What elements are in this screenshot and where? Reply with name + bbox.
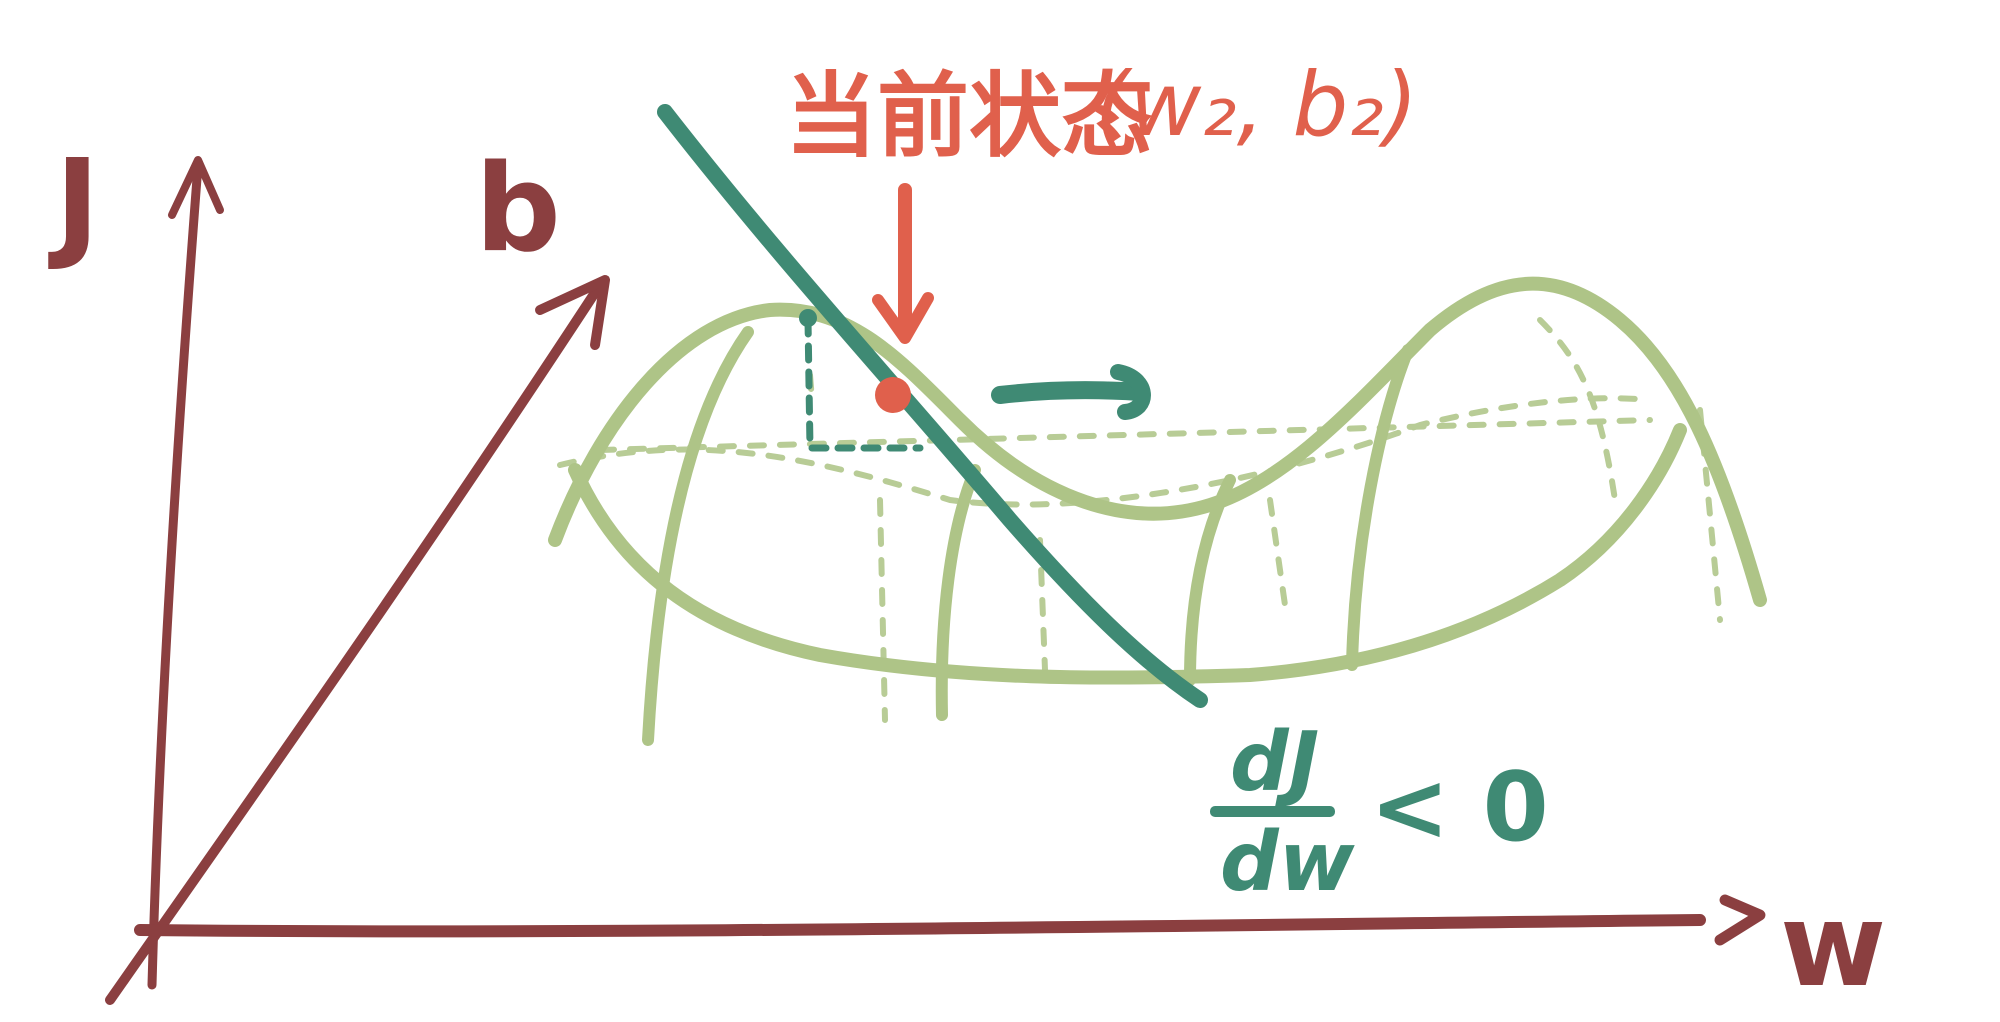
axes bbox=[105, 156, 1766, 1005]
surface-rib-4 bbox=[1346, 344, 1414, 671]
state-annotation: 当前状态 (w₂, b₂) bbox=[785, 53, 1418, 170]
w-axis-arrowhead bbox=[1714, 894, 1766, 946]
axis-labels: J b w bbox=[48, 135, 1886, 1013]
derivative-inequality: < 0 bbox=[1370, 753, 1549, 863]
loss-surface bbox=[548, 276, 1767, 746]
j-axis-arrowhead bbox=[168, 156, 224, 219]
current-state-point bbox=[875, 377, 911, 413]
projection-point bbox=[799, 309, 817, 327]
surface-rib-2 bbox=[935, 464, 981, 721]
w-axis bbox=[134, 914, 1706, 938]
tangent-line bbox=[657, 104, 1208, 708]
w-axis-label: w bbox=[1780, 879, 1886, 1013]
derivative-annotation: dJ dw < 0 bbox=[1210, 715, 1549, 910]
b-axis-label: b bbox=[475, 140, 561, 279]
b-axis bbox=[105, 280, 605, 1005]
surface-top-curve bbox=[548, 276, 1767, 607]
fraction-bar bbox=[1210, 806, 1335, 817]
surface-bottom-curve bbox=[568, 423, 1687, 685]
state-label: 当前状态 bbox=[785, 63, 1153, 170]
descent-direction-arrow bbox=[991, 364, 1151, 420]
j-axis bbox=[147, 160, 203, 990]
surface-rib-3 bbox=[1184, 474, 1236, 686]
derivative-numerator: dJ bbox=[1230, 715, 1319, 810]
surface-rib-1 bbox=[642, 326, 754, 746]
state-pointer-arrow bbox=[872, 183, 934, 344]
j-axis-label: J bbox=[48, 135, 100, 274]
projection-lines bbox=[804, 316, 924, 452]
derivative-denominator: dw bbox=[1220, 815, 1355, 910]
b-axis-arrowhead bbox=[535, 275, 610, 350]
state-coords: (w₂, b₂) bbox=[1095, 53, 1418, 156]
